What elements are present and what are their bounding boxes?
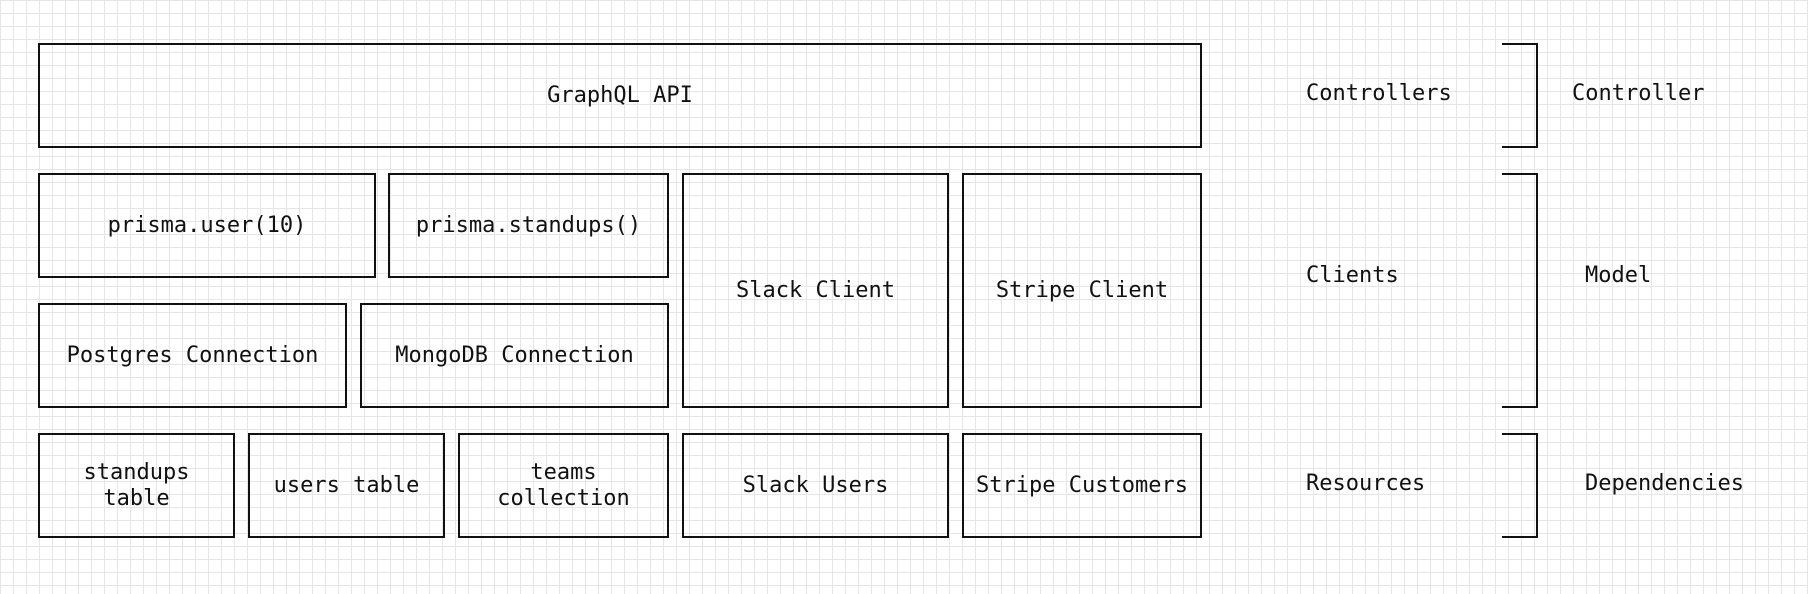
postgres-connection-box: Postgres Connection [38,303,347,408]
model-bracket [1502,173,1538,408]
teams-collection-label: teams collection [497,459,630,511]
layer-label-resources: Resources [1306,471,1426,496]
slack-users-label: Slack Users [742,472,889,498]
group-label-dependencies: Dependencies [1585,471,1744,496]
standups-table-label: standups table [83,459,190,511]
controller-bracket [1502,43,1538,148]
mongodb-connection-box: MongoDB Connection [360,303,669,408]
standups-table-box: standups table [38,433,235,538]
slack-users-box: Slack Users [682,433,949,538]
slack-client-box: Slack Client [682,173,949,408]
prisma-standups-box: prisma.standups() [388,173,669,278]
dependencies-bracket [1502,433,1538,538]
prisma-user-box: prisma.user(10) [38,173,376,278]
users-table-label: users table [273,472,420,498]
slack-client-label: Slack Client [736,277,895,303]
graphql-api-box: GraphQL API [38,43,1202,148]
prisma-standups-label: prisma.standups() [415,212,642,238]
graphql-api-label: GraphQL API [547,82,693,108]
stripe-customers-label: Stripe Customers [976,472,1188,498]
postgres-connection-label: Postgres Connection [66,342,319,368]
mongodb-connection-label: MongoDB Connection [395,342,634,368]
stripe-customers-box: Stripe Customers [962,433,1202,538]
layer-label-controllers: Controllers [1306,81,1452,106]
prisma-user-label: prisma.user(10) [107,212,307,238]
users-table-box: users table [248,433,445,538]
teams-collection-box: teams collection [458,433,669,538]
group-label-controller: Controller [1572,81,1705,106]
group-label-model: Model [1585,263,1652,288]
layer-label-clients: Clients [1306,263,1399,288]
stripe-client-box: Stripe Client [962,173,1202,408]
stripe-client-label: Stripe Client [995,277,1169,303]
